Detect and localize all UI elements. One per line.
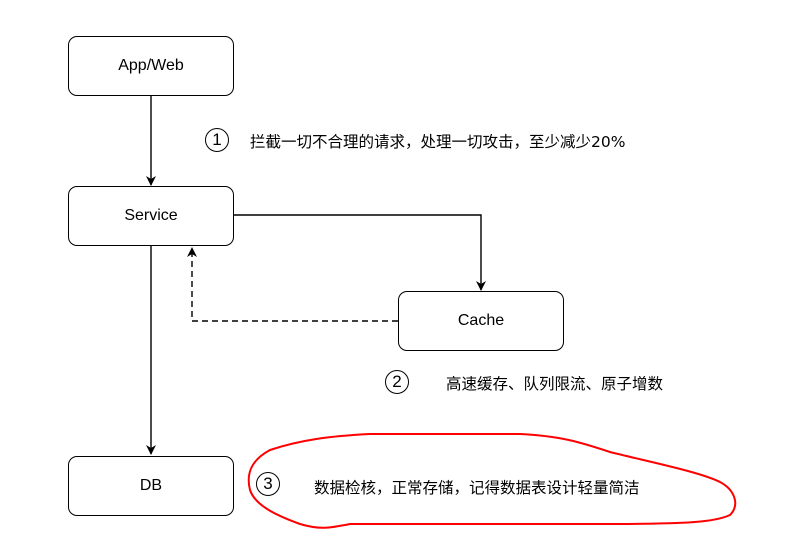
note-2-number: 2 xyxy=(392,372,402,391)
node-app-web-label: App/Web xyxy=(118,57,184,74)
note-3-text: 数据检核，正常存储，记得数据表设计轻量简洁 xyxy=(314,479,640,497)
node-service-label: Service xyxy=(124,207,178,224)
note-2-number-badge: 2 xyxy=(385,370,409,394)
node-app-web[interactable]: App/Web xyxy=(68,36,234,96)
note-2-text: 高速缓存、队列限流、原子增数 xyxy=(446,375,664,393)
note-3-number: 3 xyxy=(263,474,273,493)
node-service[interactable]: Service xyxy=(68,186,234,246)
red-highlight-ellipse xyxy=(247,433,737,529)
edge-cache-to-service xyxy=(187,247,398,322)
node-cache-label: Cache xyxy=(457,312,505,329)
note-1-number-badge: 1 xyxy=(205,128,229,152)
node-db-label: DB xyxy=(139,477,163,494)
node-cache[interactable]: Cache xyxy=(398,291,564,351)
note-3-number-badge: 3 xyxy=(256,472,280,496)
note-1-text: 拦截一切不合理的请求，处理一切攻击，至少减少20% xyxy=(250,133,626,151)
note-1-number: 1 xyxy=(212,130,222,149)
node-db[interactable]: DB xyxy=(68,456,234,516)
edge-service-to-cache xyxy=(234,214,486,291)
